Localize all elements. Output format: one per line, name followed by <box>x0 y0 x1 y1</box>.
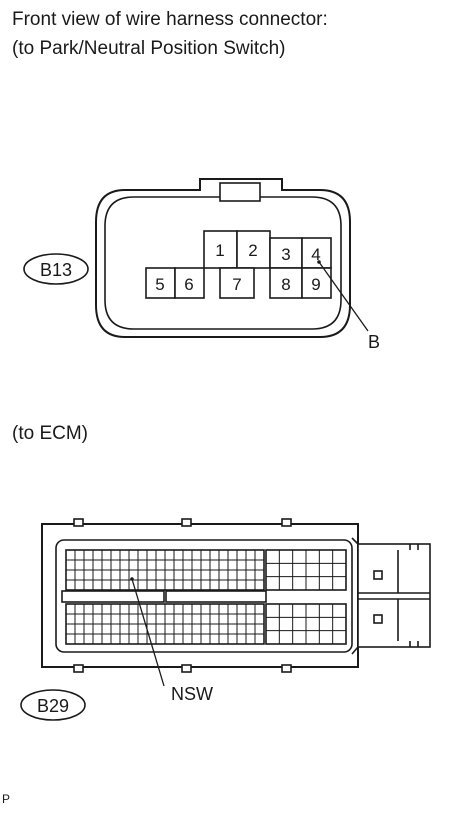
b29-rib-tabs <box>73 518 292 673</box>
b13-leader-line <box>318 261 369 332</box>
b29-grid-block <box>65 549 265 591</box>
b13-pin-label: 9 <box>311 275 320 294</box>
b13-leader-dot <box>317 260 321 264</box>
ecm-section-label: (to ECM) <box>12 423 88 444</box>
b13-pin-label: 5 <box>155 275 164 294</box>
b13-inner-wall <box>104 196 342 330</box>
b29-grid-block <box>265 603 347 645</box>
b13-pin-label: 2 <box>248 241 257 260</box>
header-line-2: (to Park/Neutral Position Switch) <box>12 38 286 59</box>
b29-grid-block <box>65 603 265 645</box>
header-line-1: Front view of wire harness connector: <box>12 9 328 30</box>
b29-leader-dot <box>130 577 134 581</box>
b29-id-label: B29 <box>37 696 69 716</box>
b13-outer-housing <box>95 178 351 338</box>
b13-id-label: B13 <box>40 260 72 280</box>
b29-terminal-grids <box>66 550 346 644</box>
b29-divider-bar <box>61 590 165 603</box>
b13-pin-cavity <box>301 237 332 269</box>
b13-oval <box>23 253 89 285</box>
b29-leader-line <box>131 578 165 687</box>
b13-latch <box>219 182 261 202</box>
b29-terminal-label: NSW <box>171 684 213 704</box>
b13-pin-cavity <box>145 267 176 299</box>
footer-code: P <box>2 792 11 806</box>
b13-pin-label: 6 <box>184 275 193 294</box>
b29-oval <box>20 689 86 721</box>
b29-latch-hole <box>373 614 383 624</box>
b29-connector <box>20 518 431 721</box>
b13-pin-label: 1 <box>215 241 224 260</box>
b13-pin-cavity <box>219 267 255 299</box>
b29-grid-block <box>265 549 347 591</box>
b13-pin-label: 3 <box>281 245 290 264</box>
b13-connector <box>23 178 369 338</box>
b13-pin-label: 8 <box>281 275 290 294</box>
b29-latch-hole <box>373 570 383 580</box>
b29-divider-bar <box>165 590 267 603</box>
b13-pin-label: 7 <box>232 275 241 294</box>
b13-pin-label: 4 <box>311 245 320 264</box>
b13-pin-cavity <box>269 267 303 299</box>
b29-side-latch <box>357 543 431 648</box>
b13-wire-color-label: B <box>368 332 380 352</box>
b13-pin-cavity <box>174 267 205 299</box>
